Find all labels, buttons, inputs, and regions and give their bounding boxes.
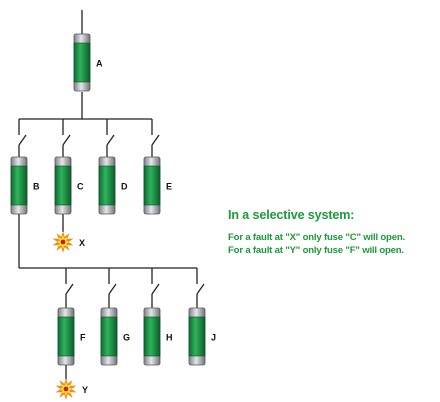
fault-label-y: Y	[82, 385, 88, 395]
caption-line-y: For a fault at "Y" only fuse "F" will op…	[228, 245, 404, 256]
switch-icon	[62, 134, 71, 146]
fuse-g: G	[100, 307, 130, 366]
fuse-label-h: H	[166, 333, 173, 343]
fuse-label-d: D	[121, 182, 128, 192]
explosion-icon	[52, 231, 74, 253]
fault-label-x: X	[79, 238, 85, 248]
fuse-a: A	[73, 33, 103, 92]
fuse-f: F	[57, 307, 86, 366]
fuse-label-a: A	[96, 59, 103, 69]
switch-icon	[196, 283, 205, 295]
fuses: A B C D E F G H J	[10, 33, 216, 366]
explosion-icon	[55, 378, 77, 400]
fuse-label-b: B	[33, 182, 40, 192]
selectivity-caption: In a selective system: For a fault at "X…	[228, 208, 438, 257]
switch-icon	[151, 283, 160, 295]
fuse-d: D	[98, 156, 128, 215]
disconnect-switches	[18, 134, 205, 295]
caption-line-x: For a fault at "X" only fuse "C" will op…	[228, 232, 405, 243]
switch-icon	[151, 134, 160, 146]
fuse-j: J	[188, 307, 216, 366]
circuit-wiring	[18, 10, 198, 380]
fuse-label-c: C	[77, 182, 84, 192]
fault-points: XY	[52, 231, 88, 400]
fuse-c: C	[54, 156, 84, 215]
switch-icon	[108, 283, 117, 295]
caption-heading: In a selective system:	[228, 208, 355, 222]
fuse-b: B	[10, 156, 40, 215]
fault-x: X	[52, 231, 85, 253]
fuse-label-j: J	[211, 333, 216, 343]
switch-icon	[106, 134, 115, 146]
fuse-label-e: E	[166, 182, 172, 192]
fault-y: Y	[55, 378, 88, 400]
fuse-h: H	[143, 307, 173, 366]
fuse-label-f: F	[80, 333, 86, 343]
fuse-label-g: G	[123, 333, 130, 343]
switch-icon	[18, 134, 27, 146]
fuse-e: E	[143, 156, 172, 215]
switch-icon	[65, 283, 74, 295]
